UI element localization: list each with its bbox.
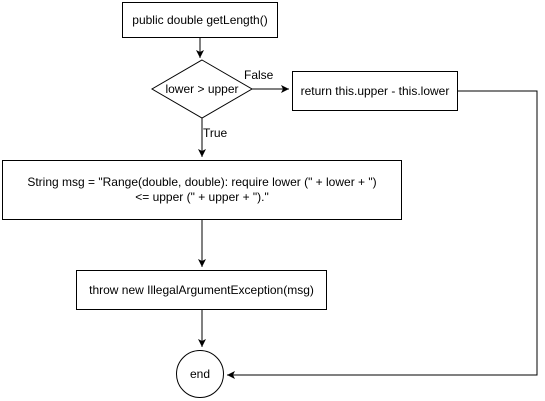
msg-node-label: String msg = "Range(double, double): req…	[27, 175, 377, 204]
throw-node: throw new IllegalArgumentException(msg)	[76, 270, 327, 310]
return-node: return this.upper - this.lower	[292, 71, 458, 111]
false-edge-label: False	[244, 68, 274, 82]
return-node-label: return this.upper - this.lower	[300, 83, 450, 98]
decision-diamond	[151, 59, 253, 119]
end-node-label: end	[189, 366, 211, 381]
start-node-label: public double getLength()	[132, 12, 268, 27]
start-node: public double getLength()	[122, 2, 278, 38]
throw-node-label: throw new IllegalArgumentException(msg)	[89, 282, 314, 297]
true-edge-label: True	[203, 126, 228, 140]
end-node: end	[176, 350, 224, 398]
edge-return-to-end	[227, 90, 538, 379]
msg-node: String msg = "Range(double, double): req…	[2, 160, 402, 220]
